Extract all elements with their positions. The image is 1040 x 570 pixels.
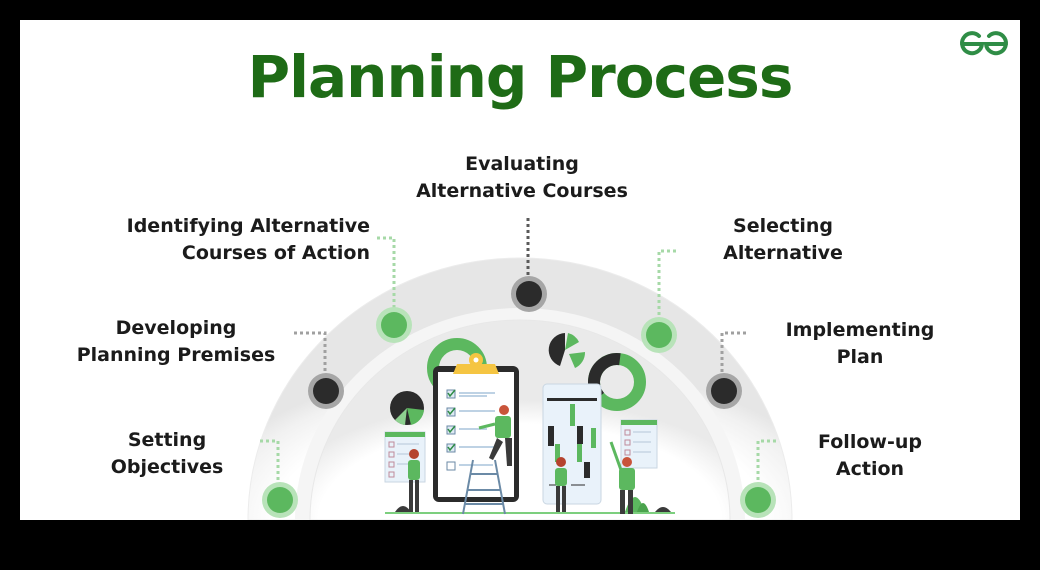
- step-line2: Objectives: [110, 456, 224, 478]
- step-line1: Identifying Alternative: [126, 215, 370, 237]
- calendar-board-icon: [542, 383, 602, 505]
- team-planning-illustration: [384, 333, 675, 515]
- person-icon: [408, 449, 420, 512]
- step-label-developing-planning-premises: Developing Planning Premises: [58, 315, 294, 369]
- node-identifying-alternatives: [381, 312, 407, 338]
- step-line1: Follow-up: [818, 431, 922, 453]
- connector-lines: [260, 218, 776, 486]
- node-implementing-plan: [711, 378, 737, 404]
- node-follow-up-action: [745, 487, 771, 513]
- step-line2: Plan: [836, 346, 884, 368]
- step-label-implementing-plan: Implementing Plan: [768, 317, 952, 371]
- step-line1: Selecting: [733, 215, 833, 237]
- step-line2: Courses of Action: [181, 242, 370, 264]
- ladder-icon: [462, 459, 506, 515]
- step-line1: Evaluating: [465, 153, 579, 175]
- step-line2: Alternative Courses: [416, 180, 628, 202]
- page-title: Planning Process: [247, 43, 794, 111]
- step-line2: Alternative: [723, 242, 843, 264]
- step-line2: Action: [835, 458, 905, 480]
- planning-process-infographic: Planning Process Setting Objectives Deve…: [20, 20, 1020, 520]
- step-label-setting-objectives: Setting Objectives: [92, 427, 242, 481]
- pie-chart-icon: [390, 391, 424, 425]
- node-setting-objectives: [267, 487, 293, 513]
- step-line1: Developing: [115, 317, 237, 339]
- step-line1: Implementing: [785, 319, 935, 341]
- step-line1: Setting: [127, 429, 207, 451]
- geeksforgeeks-logo-icon: [960, 31, 1008, 56]
- person-icon: [555, 457, 567, 512]
- step-label-evaluating-alternative-courses: Evaluating Alternative Courses: [396, 151, 648, 205]
- node-developing-premises: [313, 378, 339, 404]
- grass-icon: [385, 497, 675, 514]
- person-icon: [609, 441, 635, 514]
- person-icon: [478, 405, 512, 466]
- node-selecting-alternative: [646, 322, 672, 348]
- step-label-selecting-alternative: Selecting Alternative: [708, 213, 858, 267]
- step-line2: Planning Premises: [76, 344, 276, 366]
- step-label-identifying-alternatives: Identifying Alternative Courses of Actio…: [78, 213, 370, 267]
- node-evaluating-alternatives: [516, 281, 542, 307]
- step-label-follow-up-action: Follow-up Action: [802, 429, 938, 483]
- pie-chart-icon: [548, 333, 586, 368]
